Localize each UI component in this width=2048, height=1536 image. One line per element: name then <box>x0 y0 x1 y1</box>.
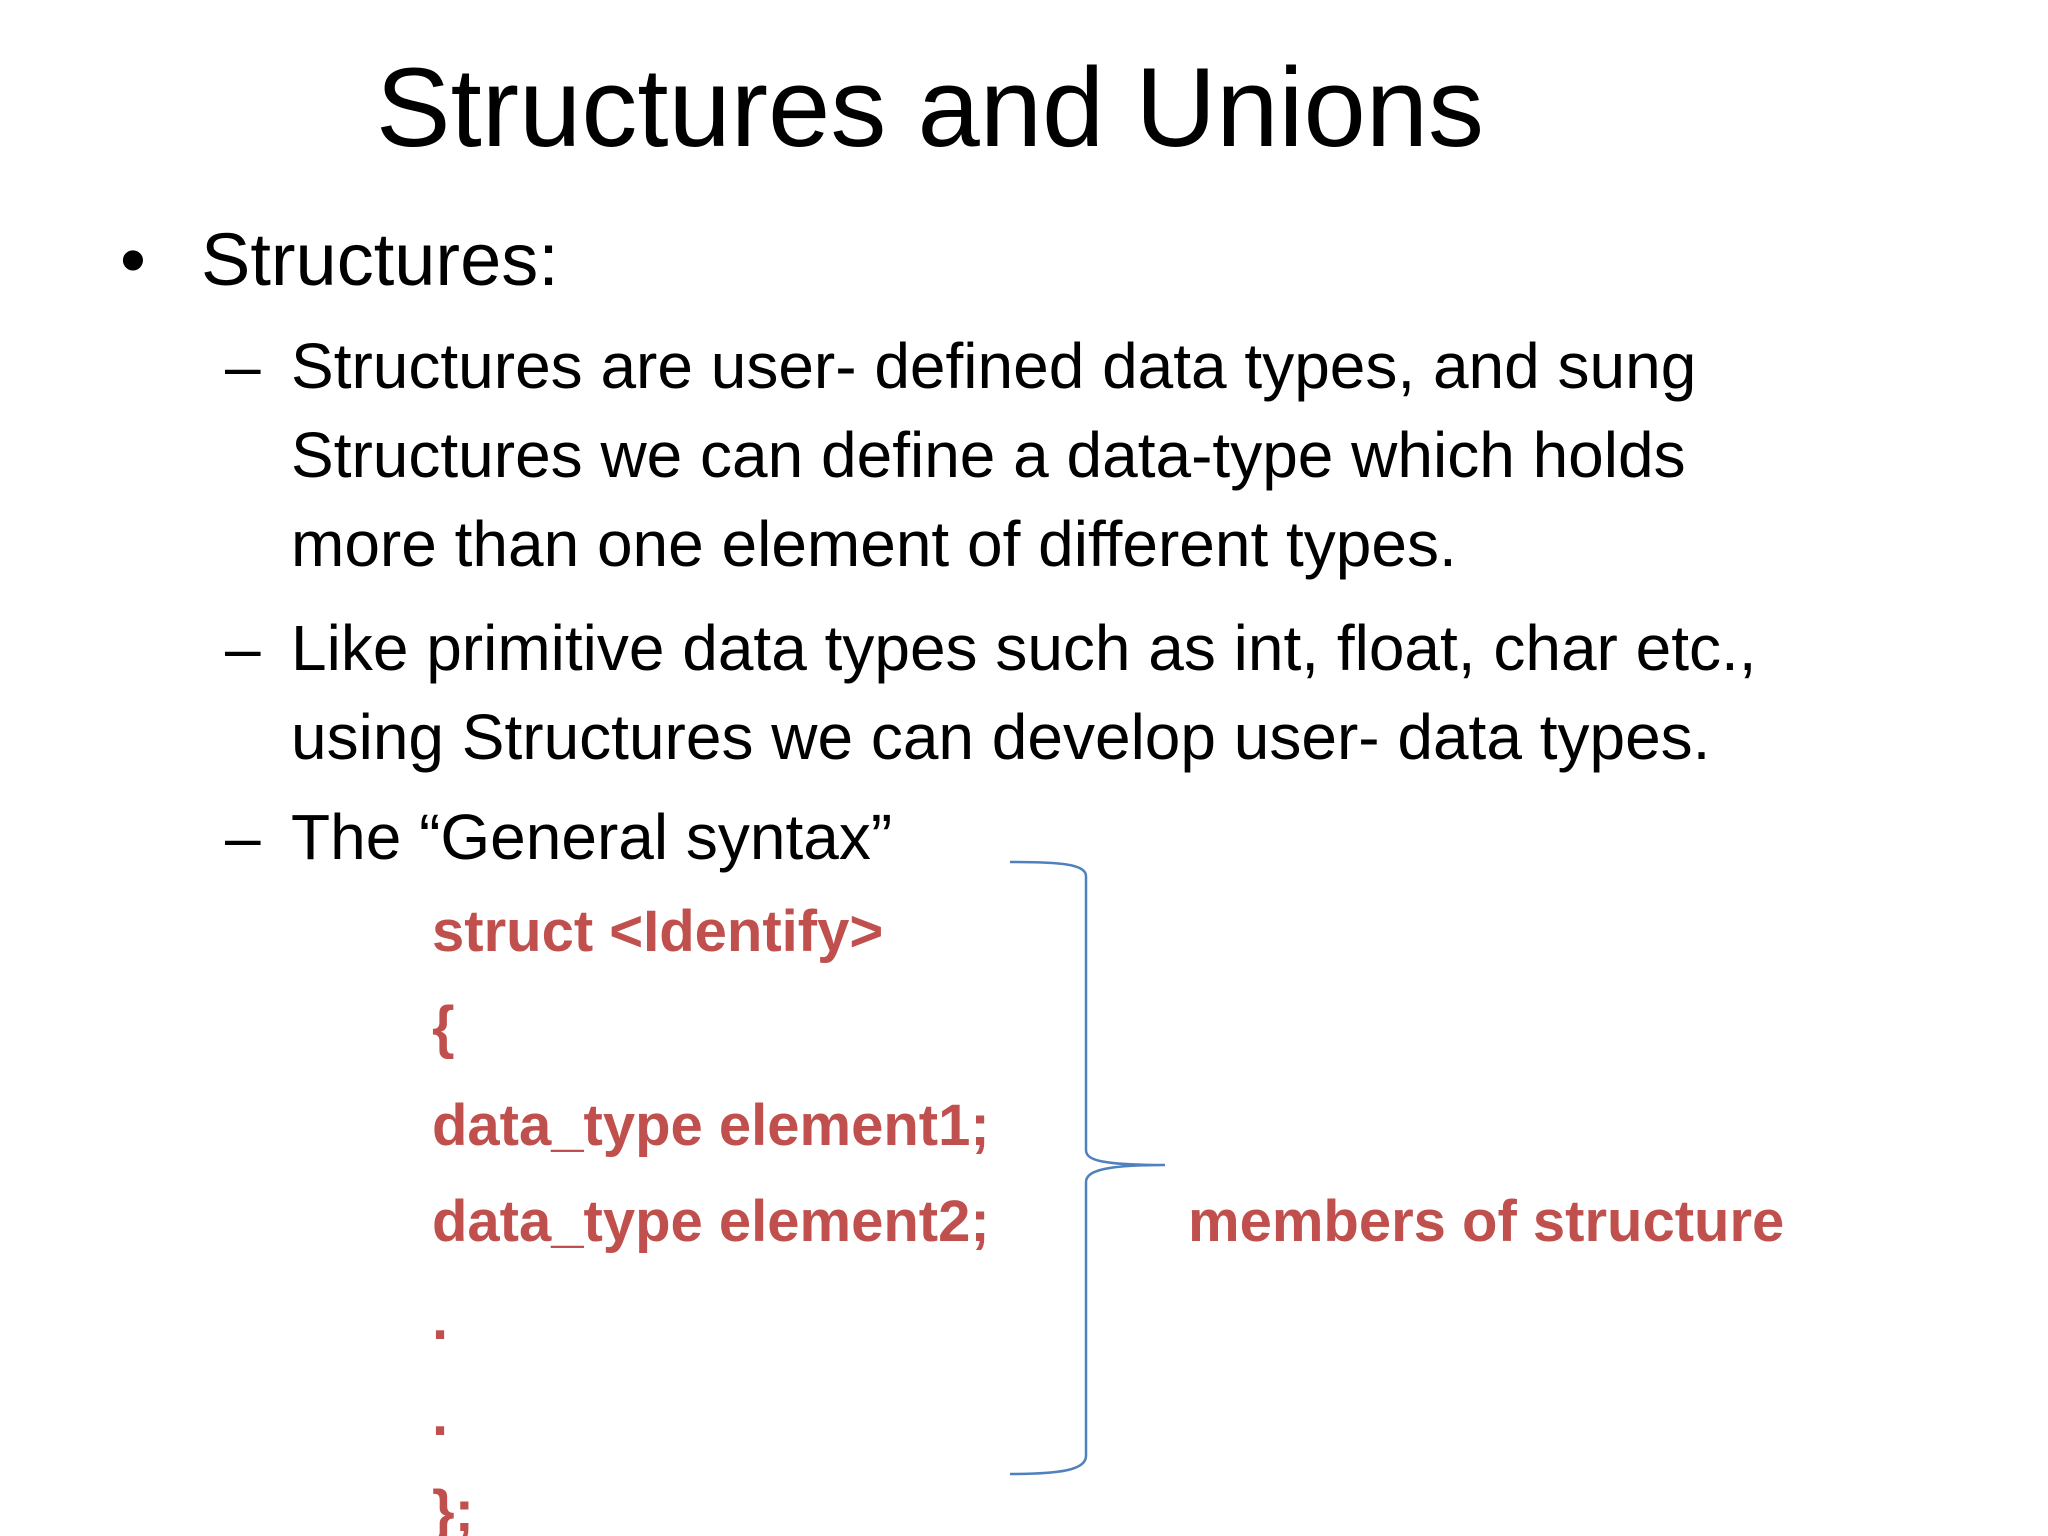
code-line-struct: struct <Identify> <box>432 899 884 964</box>
sub-bullet-line: Structures we can define a data-type whi… <box>291 419 1686 491</box>
brace-label: members of structure <box>1188 1189 1785 1254</box>
sub-bullet-line: more than one element of different types… <box>291 508 1457 580</box>
sub-bullet-syntax: – The “General syntax” <box>225 793 892 882</box>
sub-bullet-marker: – <box>225 801 261 873</box>
slide-title: Structures and Unions <box>375 45 1485 170</box>
sub-bullet-line: using Structures we can develop user- da… <box>291 701 1711 773</box>
sub-bullet-marker: – <box>225 612 261 684</box>
sub-bullet-definition: – Structures are user- defined data type… <box>225 322 1696 589</box>
sub-bullet-marker: – <box>225 330 261 402</box>
sub-bullet-line: Like primitive data types such as int, f… <box>291 612 1757 684</box>
code-line-close: }; <box>432 1479 474 1536</box>
sub-bullet-primitive: – Like primitive data types such as int,… <box>225 604 1757 782</box>
sub-bullet-line: Structures are user- defined data types,… <box>291 330 1697 402</box>
code-line-dot: . <box>432 1383 449 1448</box>
code-line-dot: . <box>432 1287 449 1352</box>
bullet-marker: • <box>120 218 146 301</box>
sub-bullet-line: The “General syntax” <box>291 801 893 873</box>
code-line-element2: data_type element2; <box>432 1189 990 1254</box>
code-line-open-brace: { <box>432 995 455 1060</box>
bullet-text: Structures: <box>201 218 559 301</box>
code-line-element1: data_type element1; <box>432 1093 990 1158</box>
